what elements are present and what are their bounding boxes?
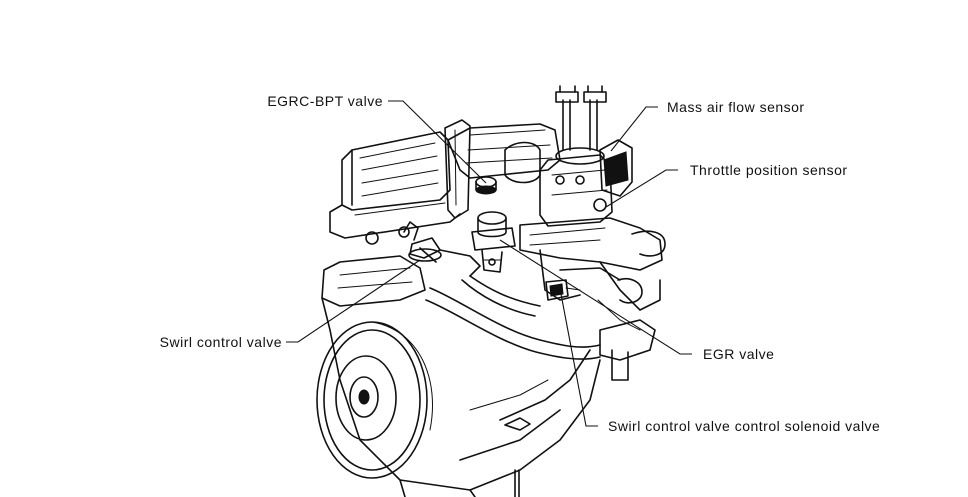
leader-egr-valve — [499, 239, 692, 355]
leader-swirl-solenoid — [560, 293, 598, 427]
throttle-body — [539, 85, 633, 227]
label-swirl-control-solenoid-valve: Swirl control valve control solenoid val… — [608, 418, 880, 434]
label-throttle-position-sensor: Throttle position sensor — [690, 162, 848, 178]
swirl-control-valve-part — [321, 221, 481, 307]
leader-throttle-position — [605, 169, 678, 208]
leader-lines — [286, 100, 692, 427]
callout-labels: EGRC-BPT valve Mass air flow sensor Thro… — [160, 93, 880, 434]
label-swirl-control-valve: Swirl control valve — [160, 334, 282, 350]
swirl-solenoid-part — [545, 279, 581, 301]
label-mass-air-flow-sensor: Mass air flow sensor — [667, 99, 805, 115]
crank-pulley — [316, 321, 433, 479]
hoses — [425, 275, 601, 360]
leader-mass-air-flow — [610, 106, 658, 152]
leader-swirl-control-valve — [286, 259, 421, 343]
label-egr-valve: EGR valve — [703, 346, 774, 362]
label-egrc-bpt-valve: EGRC-BPT valve — [267, 93, 383, 109]
leader-egrc-bpt — [388, 100, 487, 184]
egr-valve-part — [471, 211, 516, 273]
engine-illustration — [316, 85, 666, 497]
egrc-bpt-valve-part — [475, 176, 497, 195]
intake-collector — [444, 119, 561, 219]
rocker-cover — [329, 131, 461, 245]
